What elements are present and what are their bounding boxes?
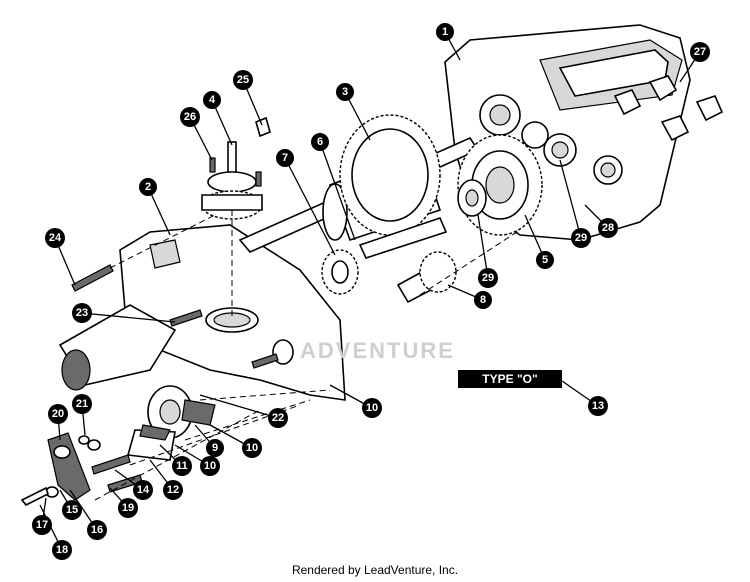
spur-gear-stack [457,134,543,236]
input-shaft [201,141,263,320]
callout-10-disc: 10 [200,456,220,476]
svg-text:21: 21 [76,398,88,410]
svg-text:13: 13 [592,400,604,412]
svg-text:5: 5 [542,254,548,266]
callout-10-housing: 10 [362,398,382,418]
callout-26: 26 [180,107,200,127]
callout-10-cam: 10 [242,438,262,458]
callout-29-gear: 29 [478,268,498,288]
svg-text:24: 24 [49,232,62,244]
footer-credit: Rendered by LeadVenture, Inc. [291,563,459,577]
callout-7: 7 [276,149,294,167]
callout-16: 16 [87,520,107,540]
callout-5: 5 [536,251,554,269]
callout-22: 22 [268,408,288,428]
callout-3: 3 [336,83,354,101]
bolts [71,116,279,369]
svg-text:10: 10 [366,402,378,414]
callout-27: 27 [690,42,710,62]
svg-text:17: 17 [36,519,48,531]
brake-assembly [126,385,216,461]
svg-text:9: 9 [212,442,218,454]
svg-text:29: 29 [575,232,587,244]
callout-8: 8 [474,291,492,309]
callout-15: 15 [62,500,82,520]
hex-nuts [613,75,724,142]
callout-13: 13 [588,396,608,416]
callout-17: 17 [32,515,52,535]
svg-text:15: 15 [66,504,78,516]
callout-4: 4 [203,91,221,109]
svg-text:2: 2 [145,181,151,193]
svg-text:29: 29 [482,272,494,284]
callout-24: 24 [45,228,65,248]
svg-text:22: 22 [272,412,284,424]
svg-text:26: 26 [184,111,196,123]
svg-text:19: 19 [122,502,134,514]
svg-text:23: 23 [76,307,88,319]
watermark: ADVENTURE [300,338,455,363]
svg-text:27: 27 [694,46,706,58]
brake-lever [20,432,91,507]
svg-text:6: 6 [317,136,323,148]
callout-23: 23 [72,303,92,323]
grease-label: TYPE "O" GREASE [458,370,562,404]
svg-text:4: 4 [209,94,216,106]
callout-21: 21 [72,394,92,414]
svg-text:25: 25 [237,74,249,86]
svg-text:28: 28 [602,222,614,234]
callout-18: 18 [52,540,72,560]
callout-28: 28 [598,218,618,238]
svg-text:3: 3 [342,86,348,98]
svg-text:8: 8 [480,294,486,306]
callout-19: 19 [118,498,138,518]
callout-14: 14 [133,480,153,500]
svg-text:14: 14 [137,484,150,496]
svg-text:16: 16 [91,524,103,536]
callout-29-washer: 29 [571,228,591,248]
bevel-gear [339,114,441,236]
callout-2: 2 [139,178,157,196]
callout-1: 1 [436,23,454,41]
left-housing-half [58,224,346,401]
svg-text:10: 10 [246,442,258,454]
svg-text:12: 12 [167,484,179,496]
callout-9: 9 [206,439,224,457]
callout-6: 6 [311,133,329,151]
svg-text:1: 1 [442,26,448,38]
pinion-gear [321,217,448,295]
svg-text:11: 11 [176,460,188,472]
callout-25: 25 [233,70,253,90]
svg-text:18: 18 [56,544,68,556]
svg-text:10: 10 [204,460,216,472]
callout-12: 12 [163,480,183,500]
callout-20: 20 [48,404,68,424]
callout-11: 11 [172,456,192,476]
svg-text:20: 20 [52,408,64,420]
svg-text:7: 7 [282,152,288,164]
